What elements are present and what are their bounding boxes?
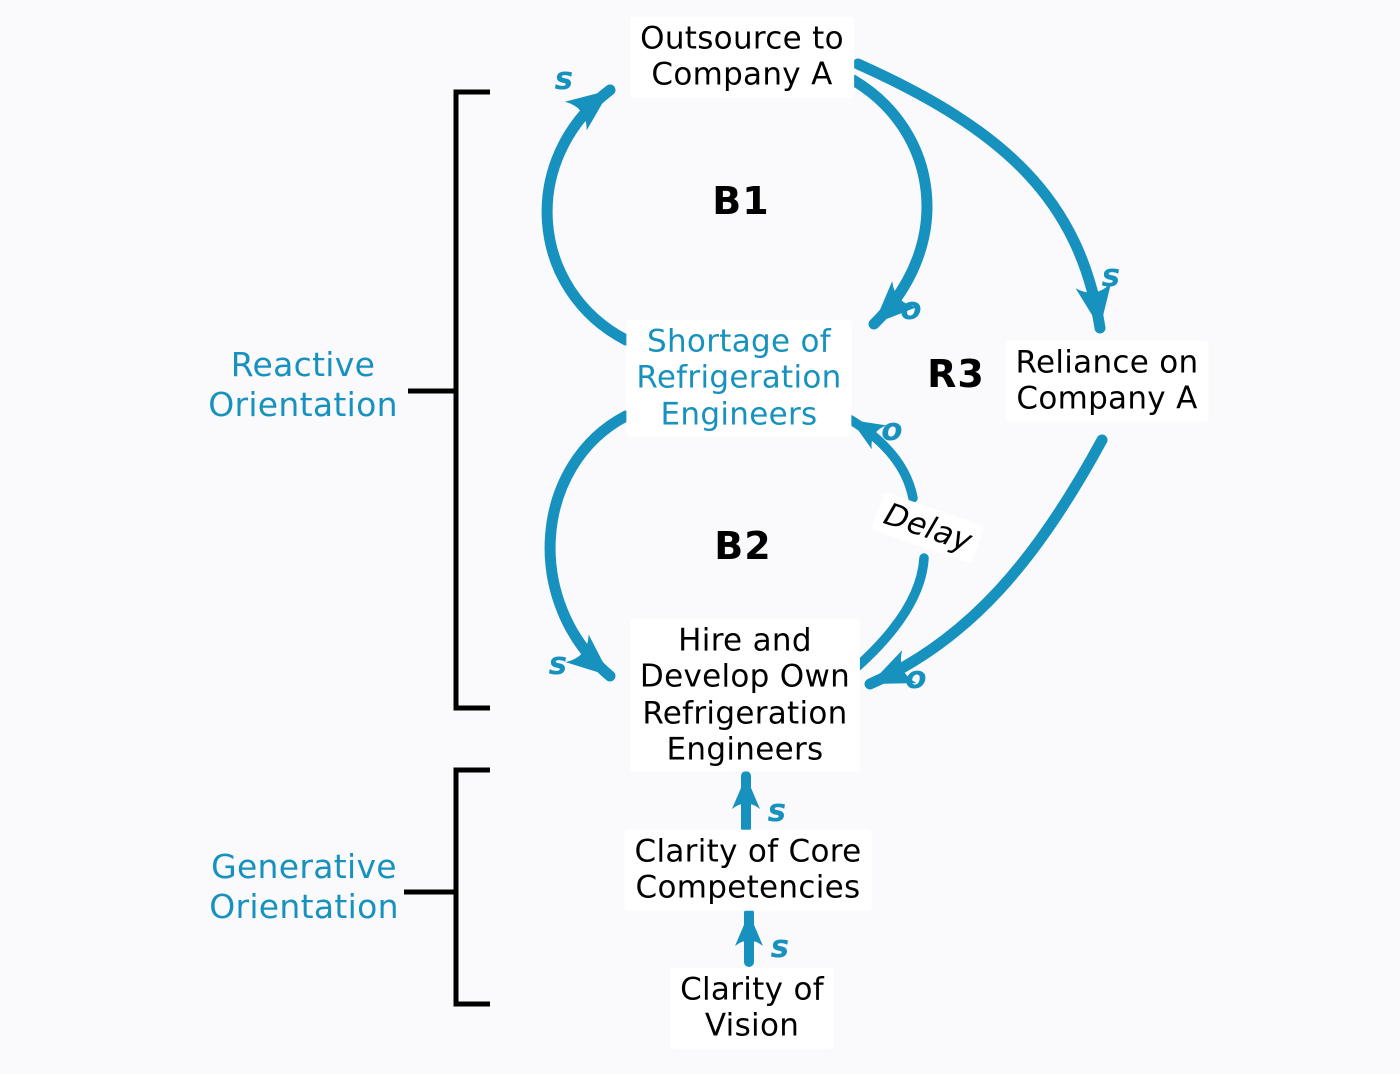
polarity-s-outsource-to-reliance: s: [1101, 257, 1121, 294]
node-clarity-of-core-competencies: Clarity of Core Competencies: [624, 829, 872, 911]
node-shortage-of-refrigeration-engineers: Shortage of Refrigeration Engineers: [626, 319, 852, 437]
generative-orientation-label: Generative Orientation: [209, 846, 399, 926]
reactive-bracket: [453, 89, 490, 711]
arrow-hire-to-shortage-upper: [846, 415, 918, 503]
reactive-orientation-label: Reactive Orientation: [208, 344, 398, 424]
arrow-shortage-to-outsource: [541, 84, 632, 346]
arrow-outsource-to-shortage: [847, 74, 933, 330]
arrow-reliance-to-hire: [864, 434, 1108, 690]
arrow-hire-to-shortage-lower: [853, 553, 929, 671]
node-clarity-of-vision: Clarity of Vision: [670, 967, 834, 1049]
polarity-o-outsource-to-shortage: o: [900, 290, 922, 327]
loop-label-b2: B2: [714, 523, 772, 568]
arrow-outsource-to-reliance: [852, 58, 1112, 334]
polarity-s-core-to-hire: s: [767, 792, 787, 829]
polarity-o-hire-to-shortage: o: [881, 411, 903, 448]
polarity-o-reliance-to-hire: o: [905, 659, 927, 696]
polarity-s-shortage-to-outsource: s: [554, 60, 574, 97]
polarity-s-vision-to-core: s: [770, 928, 790, 965]
loop-label-b1: B1: [712, 178, 770, 223]
node-outsource-to-company-a: Outsource to Company A: [630, 16, 854, 98]
node-hire-and-develop-own-engineers: Hire and Develop Own Refrigeration Engin…: [629, 618, 861, 772]
node-reliance-on-company-a: Reliance on Company A: [1005, 340, 1209, 422]
generative-bracket: [453, 767, 490, 1007]
loop-label-r3: R3: [927, 351, 985, 396]
arrow-shortage-to-hire: [544, 410, 632, 682]
polarity-s-shortage-to-hire: s: [548, 645, 568, 682]
